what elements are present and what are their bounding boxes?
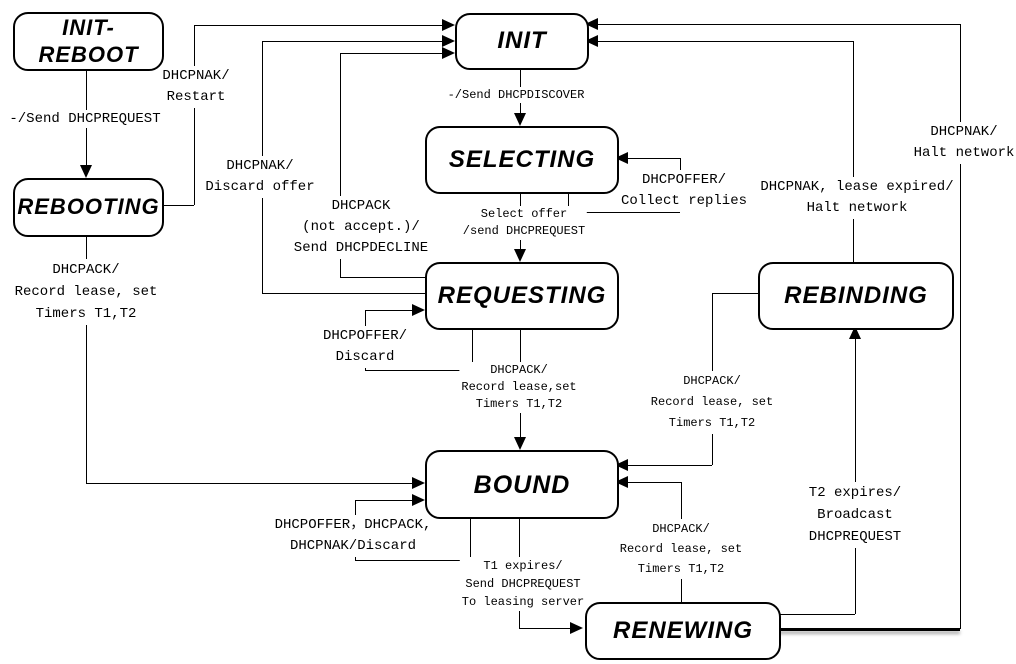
state-init-reboot: INIT- REBOOT: [13, 12, 164, 71]
edge-requesting-init-nak-segment: [262, 41, 442, 42]
edge-renewing-rebinding-segment: [777, 614, 855, 615]
arrowhead-icon: [442, 35, 455, 47]
label-t2-expires: T2 expires/ Broadcast DHCPREQUEST: [806, 482, 904, 548]
state-renewing: RENEWING: [585, 602, 781, 660]
edge-renewing-bound-segment: [628, 482, 681, 483]
edge-bound-loop-segment: [355, 560, 470, 561]
edge-renewing-init-segment: [777, 628, 960, 631]
arrowhead-icon: [442, 19, 455, 31]
arrowhead-icon: [442, 47, 455, 59]
edge-requesting-loop-segment: [365, 370, 472, 371]
edge-bound-loop-segment: [470, 515, 471, 560]
label-rebinding-dhcpack: DHCPACK/ Record lease, set Timers T1,T2: [648, 371, 776, 434]
edge-requesting-init-decline-segment: [340, 53, 442, 54]
label-renewing-dhcpack: DHCPACK/ Record lease, set Timers T1,T2: [617, 519, 745, 579]
label-select-offer: Select offer /send DHCPREQUEST: [460, 206, 588, 240]
state-rebinding: REBINDING: [758, 262, 954, 330]
label-dhcpnak-lease-expired: DHCPNAK, lease expired/ Halt network: [758, 177, 956, 219]
edge-rebinding-init-segment: [598, 41, 853, 42]
edge-requesting-init-nak-segment: [262, 293, 425, 294]
edge-bound-renewing-segment: [519, 628, 570, 629]
edge-renewing-init-segment: [960, 24, 961, 629]
edge-rebooting-init-segment: [160, 205, 194, 206]
label-dhcpnak-restart: DHCPNAK/ Restart: [160, 66, 232, 108]
edge-renewing-rebinding-segment: [855, 339, 856, 614]
state-rebooting: REBOOTING: [13, 178, 164, 237]
state-init: INIT: [455, 13, 589, 70]
edge-rebooting-init-segment: [194, 25, 195, 205]
label-send-dhcpdiscover: -/Send DHCPDISCOVER: [445, 87, 587, 103]
label-t1-expires: T1 expires/ Send DHCPREQUEST To leasing …: [459, 557, 587, 611]
label-dhcpoffer-discard: DHCPOFFER/ Discard: [320, 326, 410, 368]
edge-rebooting-bound-segment: [86, 483, 412, 484]
edge-renewing-init-segment: [598, 24, 960, 25]
edge-rebinding-bound-segment: [628, 465, 712, 466]
arrowhead-icon: [412, 477, 425, 489]
label-dhcpoffer-collect: DHCPOFFER/ Collect replies: [618, 170, 750, 212]
edge-requesting-loop-segment: [472, 326, 473, 370]
edge-selecting-loop-segment: [568, 190, 569, 212]
arrowhead-icon: [514, 437, 526, 450]
edge-requesting-init-decline-segment: [340, 277, 425, 278]
edge-rebinding-bound-segment: [712, 293, 758, 294]
edge-rebooting-bound-segment: [86, 233, 87, 483]
edge-rebinding-init-segment: [853, 41, 854, 262]
state-bound: BOUND: [425, 450, 619, 519]
arrowhead-icon: [412, 494, 425, 506]
label-rebooting-dhcpack: DHCPACK/ Record lease, set Timers T1,T2: [12, 259, 160, 325]
label-dhcpnak-discard-offer: DHCPNAK/ Discard offer: [203, 156, 317, 198]
edge-bound-loop-segment: [355, 500, 412, 501]
label-dhcpnak-halt: DHCPNAK/ Halt network: [911, 122, 1016, 164]
arrowhead-icon: [514, 249, 526, 262]
arrowhead-icon: [80, 165, 92, 178]
state-requesting: REQUESTING: [425, 262, 619, 330]
label-dhcpack-not-accept: DHCPACK (not accept.)/ Send DHCPDECLINE: [291, 196, 431, 259]
edge-rebooting-init-segment: [194, 25, 442, 26]
label-send-dhcprequest: -/Send DHCPREQUEST: [7, 110, 163, 128]
state-selecting: SELECTING: [425, 126, 619, 194]
label-bound-discard: DHCPOFFER，DHCPACK, DHCPNAK/Discard: [272, 515, 434, 557]
edge-requesting-loop-segment: [365, 310, 412, 311]
edge-selecting-loop-segment: [568, 212, 680, 213]
edge-selecting-loop-segment: [628, 158, 680, 159]
arrowhead-icon: [570, 622, 583, 634]
edge-requesting-init-decline-segment: [340, 53, 341, 277]
label-requesting-dhcpack: DHCPACK/ Record lease,set Timers T1,T2: [459, 362, 579, 413]
arrowhead-icon: [412, 304, 425, 316]
arrowhead-icon: [514, 113, 526, 126]
